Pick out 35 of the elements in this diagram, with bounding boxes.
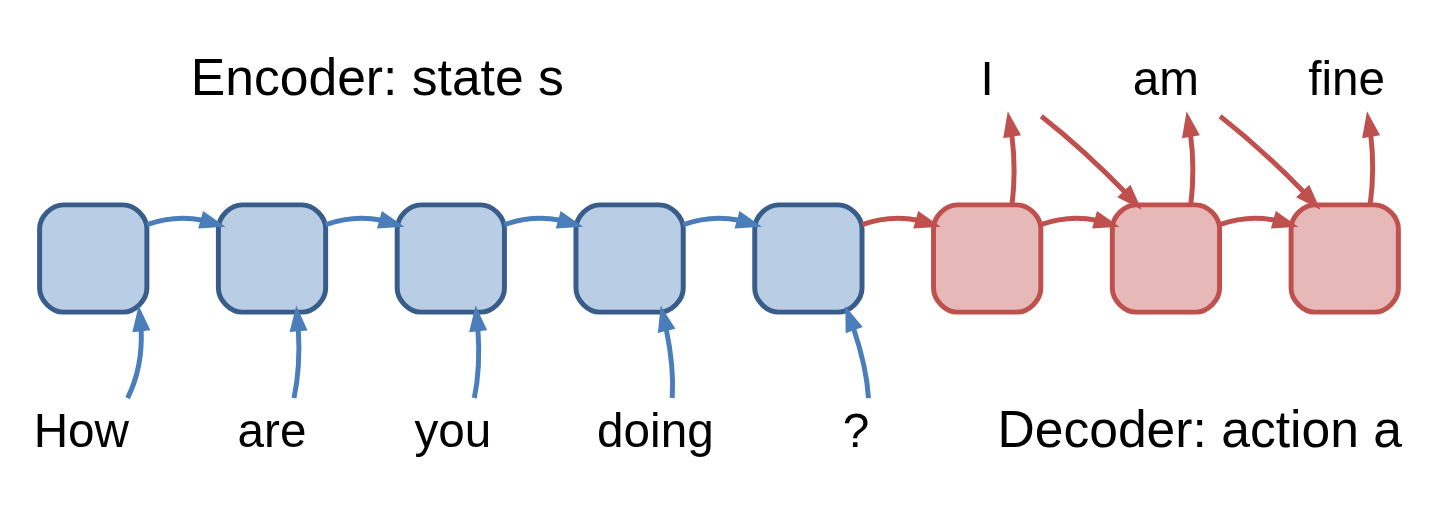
arrow <box>289 305 308 399</box>
arrow <box>1039 114 1142 210</box>
arrow <box>1040 211 1120 229</box>
node-box <box>37 202 150 315</box>
arrow <box>845 305 871 399</box>
node-text: ? <box>842 403 870 457</box>
arrow <box>657 305 676 399</box>
label: Encoder: state s <box>190 48 564 107</box>
node-box <box>1288 202 1401 315</box>
node-box <box>215 202 329 315</box>
node-text: fine <box>1308 52 1386 106</box>
node-box <box>1109 202 1223 315</box>
node-text: am <box>1132 52 1200 106</box>
label: Decoder: action a <box>997 399 1403 458</box>
arrow <box>503 211 584 229</box>
node-text: are <box>237 403 307 457</box>
node-box <box>394 202 507 315</box>
arrow <box>1218 114 1321 210</box>
arrow <box>1003 111 1022 205</box>
arrow <box>125 305 151 400</box>
node-text: doing <box>597 403 714 457</box>
node-text: you <box>414 403 492 457</box>
arrow <box>861 211 941 229</box>
node-box <box>931 202 1044 315</box>
node-text: How <box>33 403 129 457</box>
arrow <box>1218 211 1299 229</box>
arrow <box>325 211 405 229</box>
arrow <box>1182 111 1200 205</box>
node-box <box>573 202 686 315</box>
arrow <box>146 211 226 229</box>
arrow <box>1362 111 1381 205</box>
arrow <box>469 305 488 399</box>
node-box <box>752 202 865 315</box>
node-text: I <box>980 52 994 106</box>
arrow <box>682 211 762 229</box>
